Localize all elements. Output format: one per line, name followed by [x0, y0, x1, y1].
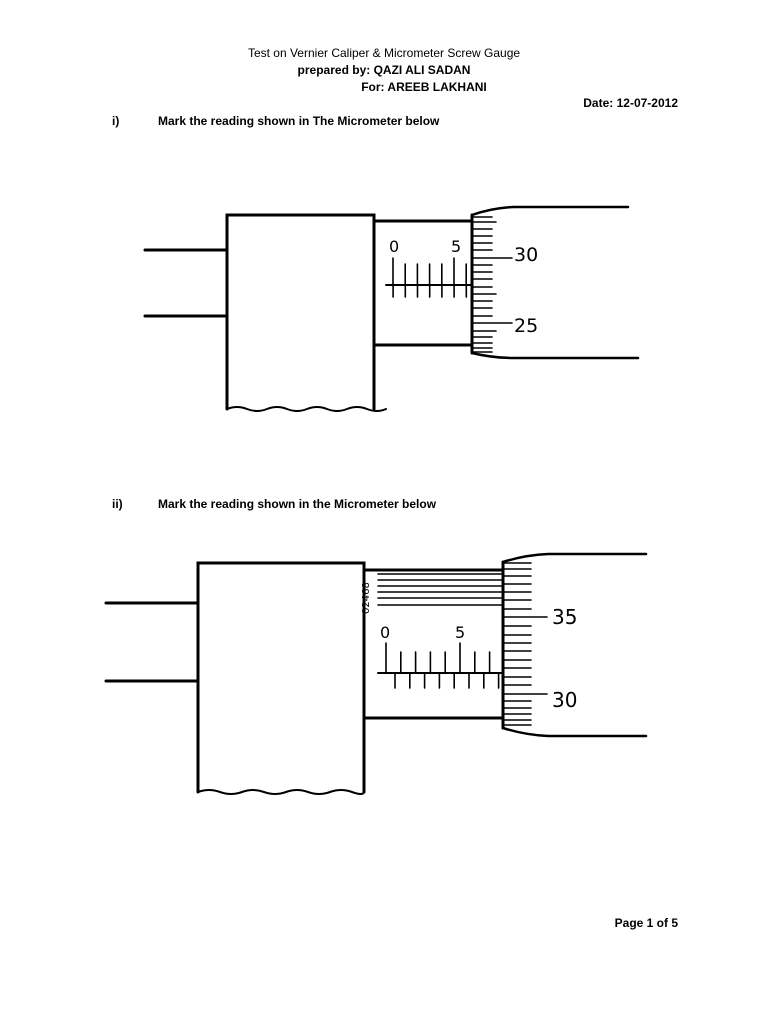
micrometer-2-thimble-label-35: 35	[552, 605, 577, 629]
thimble-scale	[471, 216, 513, 353]
thimble-top	[501, 552, 648, 564]
question-2-text: Mark the reading shown in the Micrometer…	[158, 497, 437, 511]
question-1-text: Mark the reading shown in The Micrometer…	[158, 114, 440, 128]
question-2-number: ii)	[112, 497, 123, 511]
micrometer-1-thimble-label-30: 30	[514, 244, 538, 266]
sleeve-scale	[385, 642, 500, 689]
test-date: Date: 12-07-2012	[583, 96, 678, 110]
thimble-bottom	[470, 351, 640, 360]
question-1-number: i)	[112, 114, 120, 128]
thimble-scale	[502, 562, 548, 726]
micrometer-1-sleeve-label-5: 5	[451, 237, 461, 256]
page-number: Page 1 of 5	[614, 916, 678, 930]
vernier-scale	[377, 573, 504, 606]
micrometer-2-thimble-label-30: 30	[552, 688, 577, 712]
micrometer-2-sleeve-label-0: 0	[380, 623, 390, 642]
prepared-by: prepared by: QAZI ALI SADAN	[297, 63, 471, 77]
frame-break-line	[197, 789, 365, 795]
micrometer-2-vernier-label: 02468	[361, 582, 372, 614]
micrometer-2	[104, 552, 648, 795]
micrometer-1	[143, 205, 640, 412]
micrometer-1-sleeve-label-0: 0	[389, 237, 399, 256]
sleeve-scale	[392, 257, 468, 298]
frame	[196, 561, 366, 794]
frame-break-line	[226, 406, 387, 412]
thimble-bottom	[501, 726, 648, 738]
micrometer-1-thimble-label-25: 25	[514, 315, 538, 337]
document-title: Test on Vernier Caliper & Micrometer Scr…	[247, 46, 521, 60]
prepared-for: For: AREEB LAKHANI	[361, 80, 487, 94]
frame	[225, 213, 376, 411]
micrometer-2-sleeve-label-5: 5	[455, 623, 465, 642]
thimble-top	[470, 205, 630, 217]
